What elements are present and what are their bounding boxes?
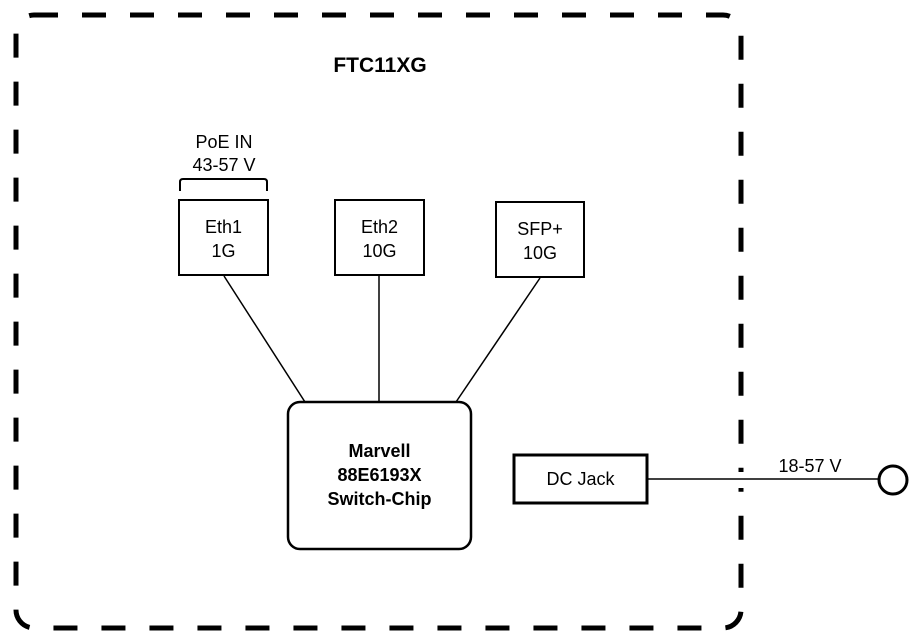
dc-voltage-label: 18-57 V (778, 456, 842, 476)
chip-vendor: Marvell (348, 441, 411, 461)
poe-voltage: 43-57 V (192, 155, 256, 175)
power-input-terminal-icon (877, 464, 909, 496)
port-eth1-speed: 1G (211, 241, 236, 261)
port-eth2-name: Eth2 (360, 217, 399, 237)
device-boundary (13, 12, 744, 631)
poe-bracket (179, 178, 268, 191)
port-box-eth2 (334, 199, 425, 276)
port-eth2-speed: 10G (362, 241, 397, 261)
boundary-gap (736, 472, 746, 488)
device-title: FTC11XG (333, 54, 427, 77)
port-eth1-name: Eth1 (204, 217, 243, 237)
dc-jack-label: DC Jack (546, 469, 615, 489)
port-box-eth1 (178, 199, 269, 276)
link-eth1-chip (223, 275, 306, 403)
port-sfp-speed: 10G (522, 243, 558, 263)
dc-jack-box (512, 453, 649, 505)
link-sfp-chip (455, 277, 541, 403)
port-box-sfp (495, 201, 585, 278)
switch-chip-box (286, 400, 473, 551)
poe-label: PoE IN (195, 132, 253, 152)
port-sfp-name: SFP+ (517, 219, 563, 239)
chip-model: 88E6193X (337, 465, 422, 485)
chip-type: Switch-Chip (327, 489, 432, 509)
